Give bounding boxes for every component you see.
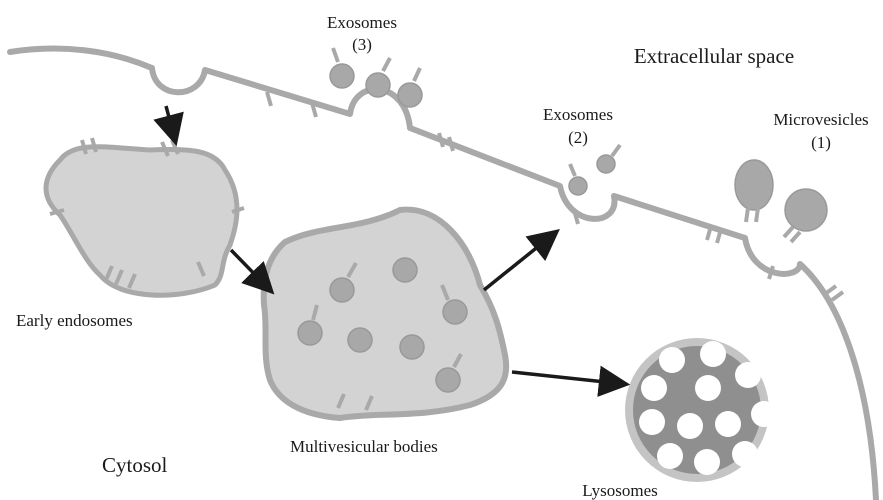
intraluminal-vesicle <box>393 258 417 282</box>
exosome-protein <box>570 164 575 176</box>
intraluminal-vesicle <box>348 328 372 352</box>
lysosome-vesicle <box>735 362 761 388</box>
exosomes-3-label: Exosomes <box>327 13 397 32</box>
membrane-protein <box>832 292 843 300</box>
arrow-to-lysosome <box>512 372 624 384</box>
membrane-protein <box>449 137 453 151</box>
exosomes-2-vesicles <box>569 145 620 195</box>
exosomes-2-label: Exosomes <box>543 105 613 124</box>
exosomes-2-number: (2) <box>568 128 588 147</box>
exosome-protein <box>414 68 420 81</box>
exosome-protein <box>333 48 338 62</box>
microvesicles-number: (1) <box>811 133 831 152</box>
intraluminal-vesicle <box>443 300 467 324</box>
early-endosome-body <box>46 147 237 296</box>
exosomes-3-vesicles <box>330 48 422 107</box>
mvb-body <box>264 210 507 418</box>
lysosome-vesicle <box>677 413 703 439</box>
exosome-vesicle <box>597 155 615 173</box>
early-endosomes-label: Early endosomes <box>16 311 133 330</box>
lysosomes-label: Lysosomes <box>582 481 658 500</box>
membrane-protein <box>439 133 443 147</box>
extracellular-space-label: Extracellular space <box>634 44 794 68</box>
exosome-vesicle <box>569 177 587 195</box>
lysosome-vesicle <box>641 375 667 401</box>
early-endosome <box>46 138 244 295</box>
microvesicle-protein <box>756 208 758 222</box>
intraluminal-vesicle <box>400 335 424 359</box>
lysosome-vesicle <box>732 441 758 467</box>
multivesicular-body <box>264 210 507 418</box>
intraluminal-vesicle <box>436 368 460 392</box>
membrane-protein <box>825 286 836 294</box>
multivesicular-bodies-label: Multivesicular bodies <box>290 437 438 456</box>
cytosol-label: Cytosol <box>102 453 168 477</box>
exosome-vesicle <box>330 64 354 88</box>
intraluminal-vesicle <box>298 321 322 345</box>
lysosome-vesicle <box>659 347 685 373</box>
lysosome-vesicle <box>639 409 665 435</box>
microvesicles-1 <box>735 160 827 242</box>
arrow-endocytosis <box>166 106 175 140</box>
lysosome-vesicle <box>715 411 741 437</box>
microvesicle-protein <box>791 232 800 242</box>
membrane-protein <box>267 92 271 106</box>
lysosome <box>625 338 777 482</box>
lysosome-vesicle <box>657 443 683 469</box>
lysosome-vesicle <box>751 401 777 427</box>
microvesicle <box>735 160 773 210</box>
exosome-vesicle <box>398 83 422 107</box>
exosome-protein <box>383 58 390 71</box>
microvesicle-protein <box>746 208 748 222</box>
exosome-protein <box>612 145 620 156</box>
lysosome-vesicle <box>694 449 720 475</box>
lysosome-vesicle <box>700 341 726 367</box>
microvesicle-protein <box>784 227 793 237</box>
intraluminal-vesicle <box>330 278 354 302</box>
exosome-vesicle <box>366 73 390 97</box>
arrow-to-exosome-release <box>484 233 555 290</box>
microvesicles-label: Microvesicles <box>773 110 868 129</box>
lysosome-vesicle <box>695 375 721 401</box>
microvesicle <box>785 189 827 231</box>
exosomes-3-number: (3) <box>352 35 372 54</box>
